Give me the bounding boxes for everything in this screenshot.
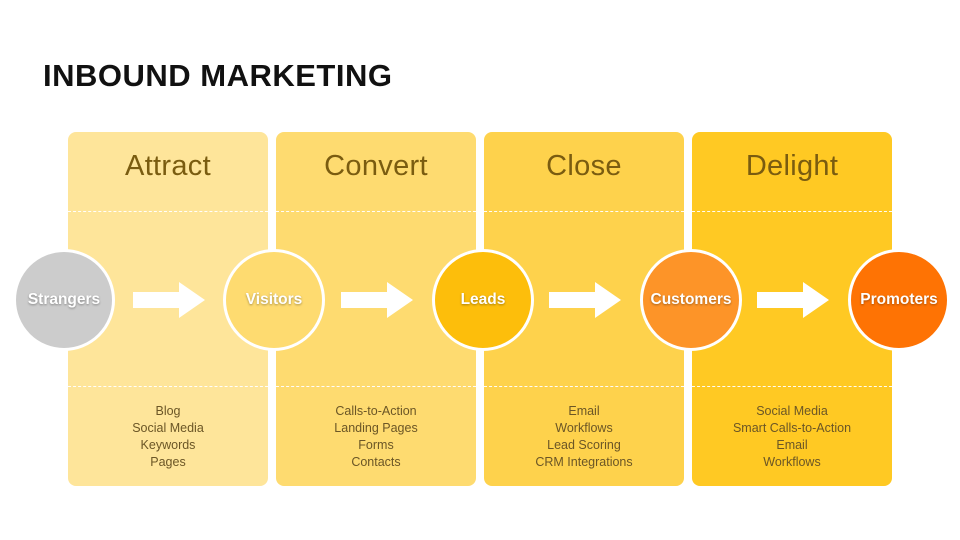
list-item: Social Media xyxy=(756,404,828,418)
stage-title: Convert xyxy=(324,150,428,182)
list-item: Email xyxy=(568,404,600,418)
node-leads: Leads xyxy=(432,249,534,351)
stage-title: Delight xyxy=(745,150,839,182)
list-item: Calls-to-Action xyxy=(335,404,417,418)
list-item: Workflows xyxy=(555,421,613,435)
right-arrow-icon xyxy=(549,282,621,318)
divider xyxy=(484,211,684,212)
stage-tactics-list: Calls-to-Action Landing Pages Forms Cont… xyxy=(276,403,476,471)
divider xyxy=(276,211,476,212)
node-customers: Customers xyxy=(640,249,742,351)
divider xyxy=(692,386,892,387)
list-item: CRM Integrations xyxy=(535,455,633,469)
right-arrow-icon xyxy=(341,282,413,318)
list-item: Forms xyxy=(358,438,394,452)
stage-tactics-list: Blog Social Media Keywords Pages xyxy=(68,403,268,471)
list-item: Smart Calls-to-Action xyxy=(732,421,852,435)
list-item: Email xyxy=(776,438,808,452)
right-arrow-icon xyxy=(133,282,205,318)
page-title: INBOUND MARKETING xyxy=(43,58,393,93)
divider xyxy=(68,211,268,212)
stage-title: Close xyxy=(546,150,622,182)
stage-tactics-list: Email Workflows Lead Scoring CRM Integra… xyxy=(484,403,684,471)
list-item: Pages xyxy=(150,455,186,469)
right-arrow-icon xyxy=(757,282,829,318)
list-item: Workflows xyxy=(763,455,821,469)
list-item: Blog xyxy=(155,404,181,418)
list-item: Keywords xyxy=(140,438,196,452)
node-strangers: Strangers xyxy=(13,249,115,351)
divider xyxy=(692,211,892,212)
list-item: Landing Pages xyxy=(334,421,418,435)
list-item: Contacts xyxy=(351,455,401,469)
divider xyxy=(484,386,684,387)
divider xyxy=(68,386,268,387)
node-promoters: Promoters xyxy=(848,249,950,351)
stage-tactics-list: Social Media Smart Calls-to-Action Email… xyxy=(692,403,892,471)
list-item: Lead Scoring xyxy=(547,438,621,452)
stage-title: Attract xyxy=(125,150,211,182)
divider xyxy=(276,386,476,387)
node-visitors: Visitors xyxy=(223,249,325,351)
list-item: Social Media xyxy=(132,421,204,435)
